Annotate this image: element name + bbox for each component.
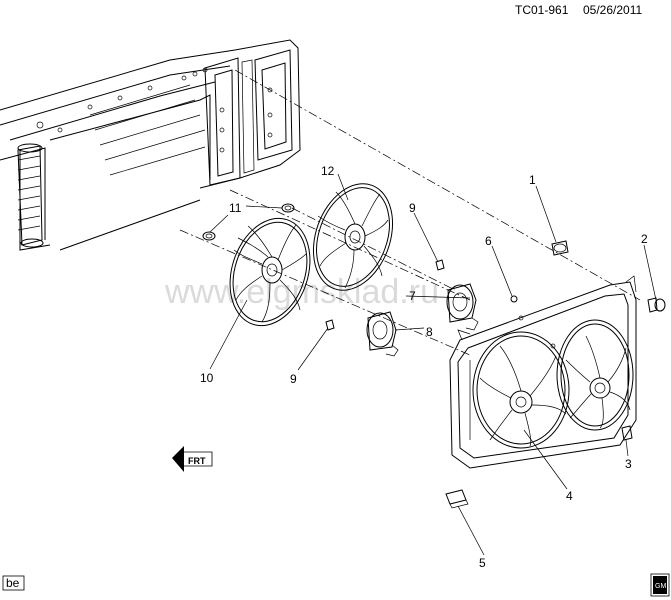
front-arrow-label: FRT: [188, 456, 206, 466]
bolt-9-lower: [325, 319, 335, 331]
callout-6: 6: [485, 234, 492, 248]
front-direction-arrow: FRT: [172, 446, 213, 472]
leader-lines: [209, 173, 657, 556]
footer-badge: be: [2, 575, 25, 591]
bolt-9-upper: [435, 259, 445, 271]
gm-logo: GM: [650, 573, 670, 597]
drawing-date: 05/26/2011: [583, 3, 642, 17]
footer-badge-text: be: [6, 576, 20, 590]
insulator-1: [551, 240, 569, 256]
clip-3: [621, 425, 633, 441]
drawing-id: TC01-961: [515, 3, 569, 17]
clip-6: [510, 295, 518, 303]
watermark: www.elgmsklad.ru: [164, 273, 439, 311]
fan-blade-12: [312, 183, 394, 291]
callout-11: 11: [229, 201, 242, 215]
radiator-support-frame: [0, 39, 301, 251]
callouts: 1 2 3 4 5 6 7 8 9 9 10 11 12: [200, 164, 648, 570]
callout-4: 4: [566, 489, 573, 503]
callout-1: 1: [529, 173, 536, 187]
fan-blade-10: [229, 217, 311, 327]
callout-8: 8: [426, 325, 433, 339]
bolt-2: [647, 297, 666, 313]
fan-motor-8: [366, 311, 399, 357]
fan-motor-7: [446, 283, 479, 331]
callout-9-upper: 9: [409, 201, 416, 215]
callout-3: 3: [625, 457, 632, 471]
fan-shroud-4: [449, 275, 637, 469]
callout-9-lower: 9: [290, 372, 297, 386]
callout-5: 5: [479, 556, 486, 570]
insulator-5: [445, 489, 469, 509]
callout-10: 10: [200, 371, 214, 385]
strut-assembly: [17, 143, 44, 248]
callout-7: 7: [409, 289, 416, 303]
fan-retainer-clip-left: [202, 231, 216, 241]
gm-logo-text: GM: [655, 583, 666, 590]
callout-2: 2: [641, 232, 648, 246]
callout-12: 12: [321, 164, 335, 178]
